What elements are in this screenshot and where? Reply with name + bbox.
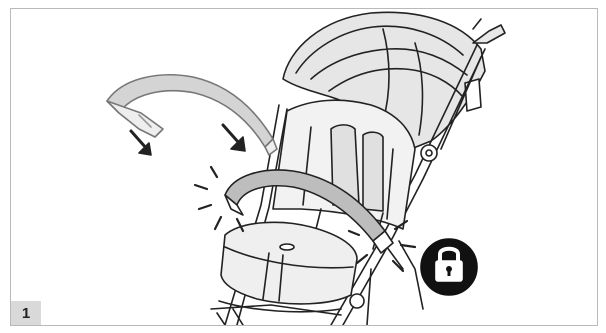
step-number-badge: 1 xyxy=(11,301,41,325)
stroller-illustration xyxy=(11,9,597,325)
padlock-icon xyxy=(421,239,477,295)
leg-rest xyxy=(217,222,357,325)
arrow-down-icon xyxy=(223,125,245,151)
instruction-panel: 1 xyxy=(10,8,598,326)
arrow-down-icon xyxy=(131,131,151,155)
bumper-bar-lifted xyxy=(107,75,277,155)
